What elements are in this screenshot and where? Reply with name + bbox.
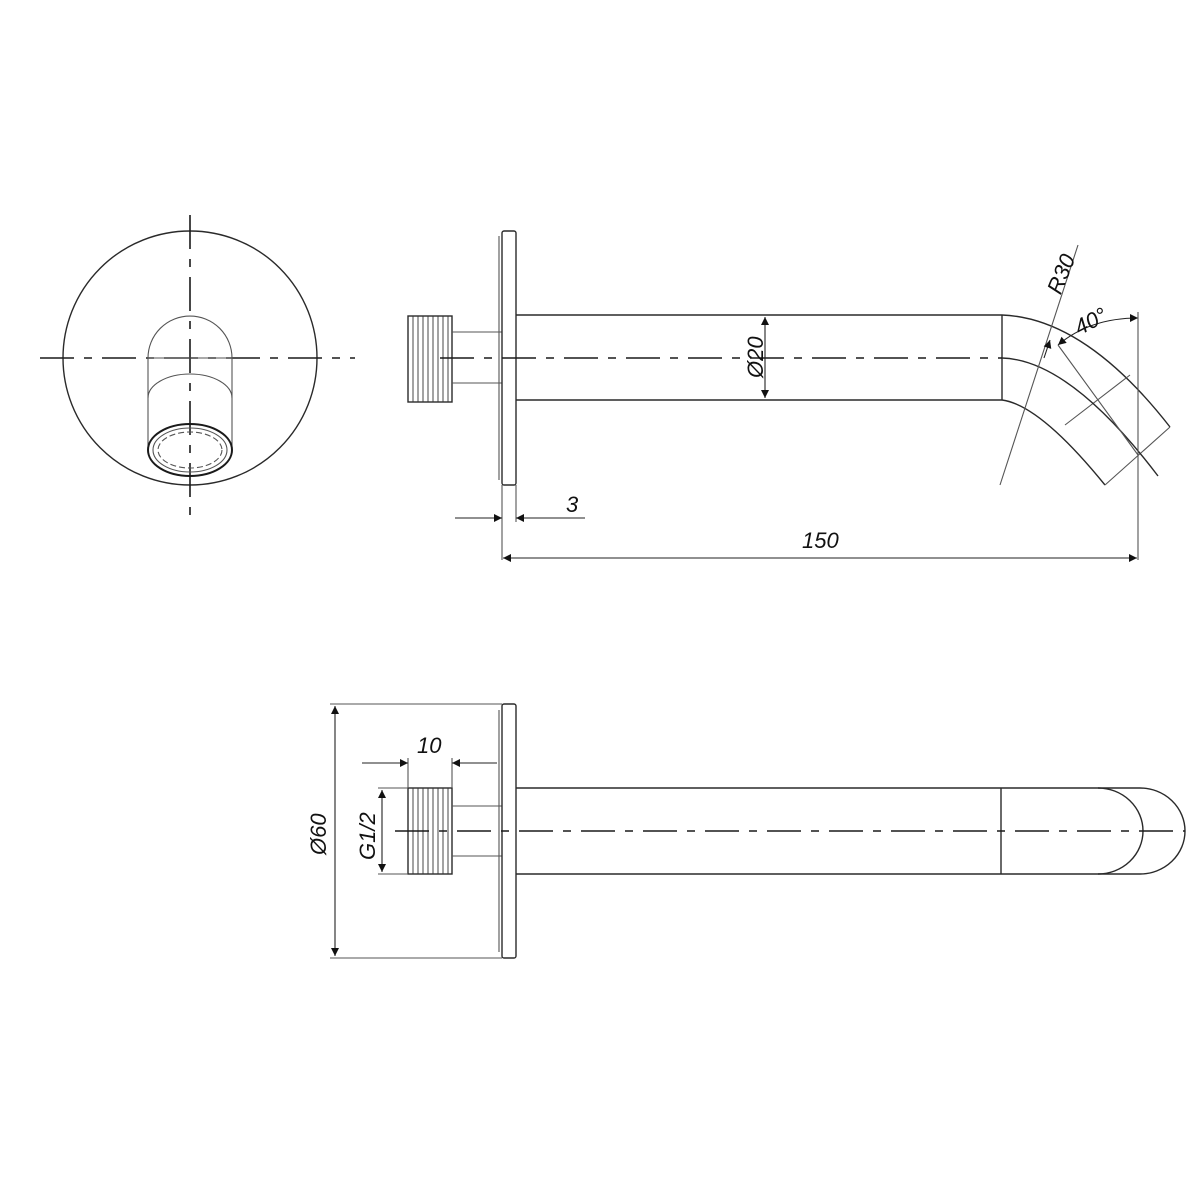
dim-flange-thickness: 3 — [566, 492, 579, 517]
dim-spout-diameter: Ø20 — [743, 336, 768, 378]
dim-thread-size: G1/2 — [355, 812, 380, 860]
top-view — [330, 703, 1186, 959]
dim-thread-length: 10 — [417, 733, 442, 758]
dim-flange-diameter: Ø60 — [306, 813, 331, 855]
thread-icon — [407, 315, 453, 403]
side-view — [407, 230, 1171, 562]
aerator-icon — [147, 423, 233, 477]
dim-overall-length: 150 — [802, 528, 839, 553]
front-view — [40, 215, 355, 518]
